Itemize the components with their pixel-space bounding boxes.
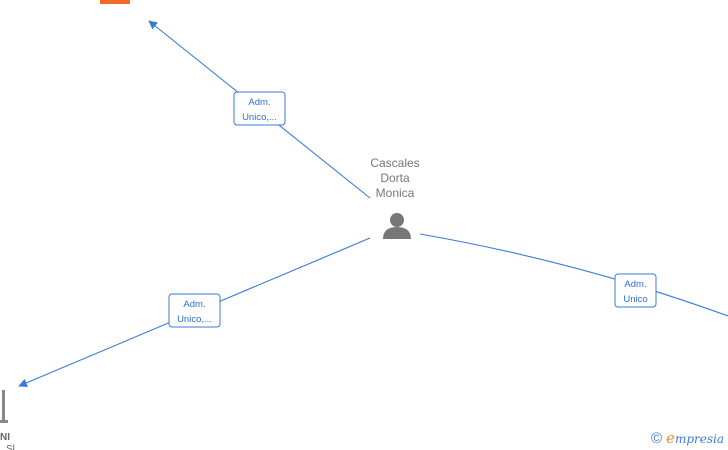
company-icon-bottom-left[interactable] [0,390,8,423]
relation-label-top[interactable]: Adm. Unico,... [233,91,286,126]
relation-label-top-line-2: Unico,... [242,112,277,123]
person-name-line-2: Dorta [380,171,410,185]
person-name-line-3: Monica [376,186,415,200]
brand-logo-text: mpresia [674,432,724,446]
edge-to-right-company [419,233,728,317]
copyright-brand: ©empresia [651,429,724,447]
relation-label-right-line-2: Unico [623,294,647,305]
company-icon-top[interactable] [100,0,130,4]
relation-label-left[interactable]: Adm. Unico,... [168,293,221,328]
person-icon[interactable] [383,213,411,239]
brand-logo-initial: e [666,429,675,447]
partial-company-name-line2: Sl [6,444,15,450]
relation-label-right-line-1: Adm. [624,279,646,290]
relation-label-top-line-1: Adm. [248,97,270,108]
copyright-symbol: © [650,430,663,447]
relation-label-left-line-2: Unico,... [177,314,212,325]
person-name[interactable]: Cascales Dorta Monica [370,156,419,200]
person-name-line-1: Cascales [370,156,419,170]
partial-company-name: NI [0,432,10,443]
relation-label-right[interactable]: Adm. Unico [614,273,657,308]
relation-label-left-line-1: Adm. [183,299,205,310]
